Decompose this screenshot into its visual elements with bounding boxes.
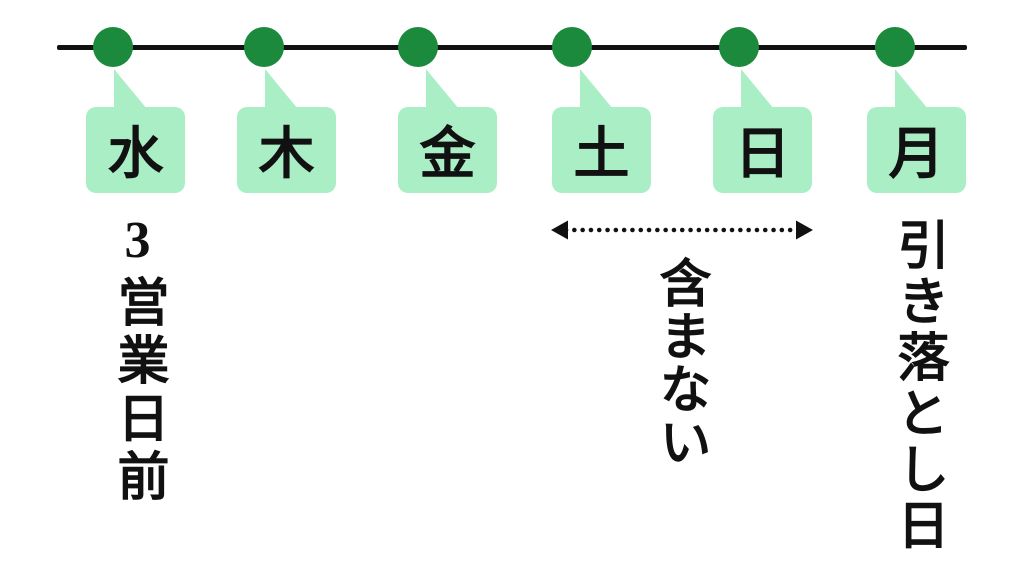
timeline-node-thu	[244, 27, 284, 67]
dotted-range-arrow-icon	[551, 220, 813, 240]
day-bubble-mon: 月	[867, 69, 966, 193]
timeline-node-sun	[719, 27, 759, 67]
day-bubble-wed: 水	[86, 69, 185, 193]
timeline-node-mon	[875, 27, 915, 67]
day-label: 木	[258, 124, 315, 186]
day-label: 金	[419, 124, 476, 186]
timeline-node-sat	[552, 27, 592, 67]
bubble-tail-icon	[426, 69, 459, 109]
day-label: 日	[734, 124, 791, 186]
day-label: 月	[888, 124, 945, 186]
day-label: 土	[573, 124, 630, 186]
bubble-tail-icon	[265, 69, 298, 109]
day-bubble-fri: 金	[398, 69, 497, 193]
annotation-not-included: 含まない	[651, 256, 708, 468]
bubble-tail-icon	[741, 69, 774, 109]
day-bubble-thu: 木	[237, 69, 336, 193]
bubble-tail-icon	[895, 69, 928, 109]
annotation-debit-date: 引き落とし日	[889, 218, 946, 554]
annotation-business-days-before: 3営業日前	[109, 212, 166, 507]
day-label: 水	[107, 124, 164, 186]
day-bubble-sat: 土	[552, 69, 651, 193]
timeline-line	[57, 45, 967, 50]
bubble-tail-icon	[114, 69, 147, 109]
timeline-node-fri	[398, 27, 438, 67]
day-bubble-sun: 日	[713, 69, 812, 193]
timeline-node-wed	[93, 27, 133, 67]
bubble-tail-icon	[580, 69, 613, 109]
